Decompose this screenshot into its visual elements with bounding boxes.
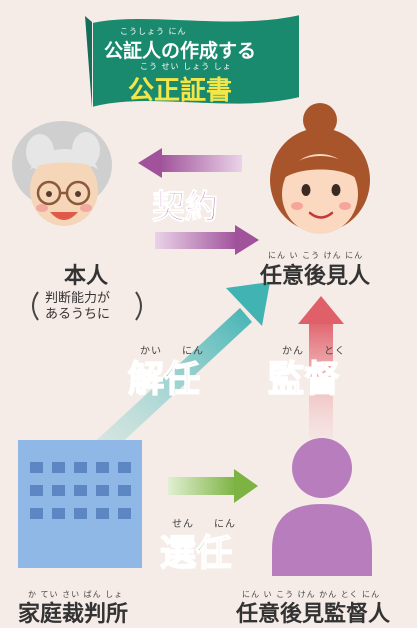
supervision-arrow	[298, 296, 344, 438]
contract-label: 契約	[152, 187, 219, 227]
supervisor-name: 任意後見監督人	[236, 602, 391, 627]
appointment-label: 選任	[159, 532, 233, 575]
dismissal-label: 解任	[127, 358, 201, 401]
court-building-icon	[18, 440, 142, 568]
principal-name: 本人	[64, 264, 109, 289]
principal-note-line2: あるうちに	[45, 307, 111, 322]
court-ruby: か てい さい ばん しょ	[28, 590, 124, 599]
elderly-person-icon	[12, 121, 112, 226]
woman-guardian-icon	[270, 103, 370, 234]
dismissal-arrow	[75, 282, 270, 474]
dismissal-ruby-right: にん	[182, 346, 204, 357]
dismissal-ruby-left: かい	[140, 346, 162, 357]
supervisor-ruby: にん い こう けん かん とく にん	[242, 590, 381, 599]
principal-note-line1: 判断能力が	[45, 291, 111, 306]
banner-line2: 公正証書	[128, 76, 233, 106]
appointment-ruby-right: にん	[214, 519, 236, 530]
banner-flag	[85, 12, 301, 110]
banner-ruby-top: こうしょう にん	[120, 27, 187, 36]
banner-line1: 公証人の作成する	[104, 40, 257, 62]
supervisor-figure-icon	[272, 438, 372, 576]
note-brackets	[32, 291, 142, 321]
contract-arrow-left	[138, 148, 242, 178]
court-name: 家庭裁判所	[18, 602, 129, 627]
supervision-ruby-right: とく	[324, 346, 346, 357]
guardian-name: 任意後見人	[260, 264, 371, 289]
banner-ruby-bottom: こう せい しょう しょ	[140, 62, 232, 71]
supervision-ruby-left: かん	[282, 346, 304, 357]
guardian-ruby: にん い こう けん にん	[268, 251, 364, 260]
supervision-label: 監督	[267, 358, 341, 401]
appointment-arrow	[168, 469, 258, 503]
appointment-ruby-left: せん	[172, 519, 194, 530]
contract-arrow-right	[155, 225, 259, 255]
